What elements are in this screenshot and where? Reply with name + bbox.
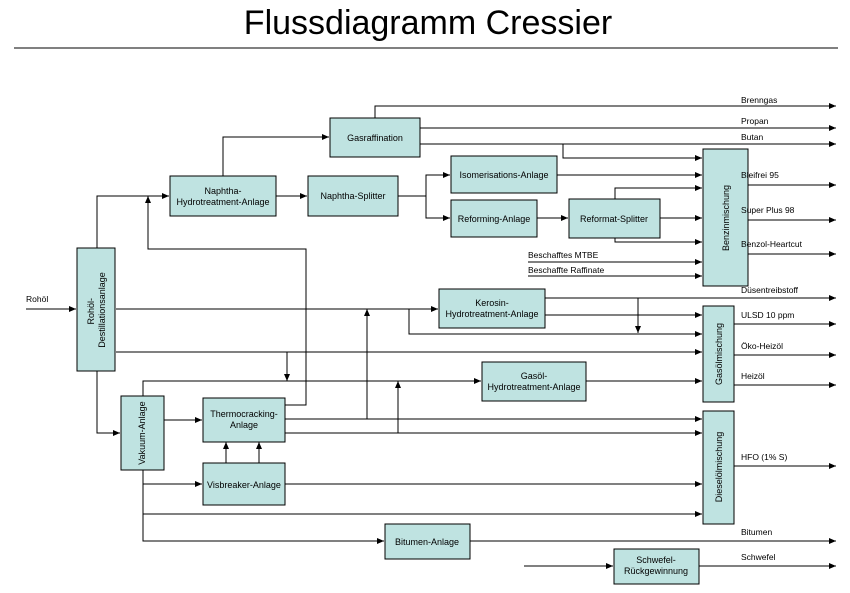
mtbe-label: Beschafftes MTBE xyxy=(528,250,599,260)
output-brenngas: Brenngas xyxy=(741,95,777,105)
output-butan: Butan xyxy=(741,132,763,142)
destillation-unit: Rohöl- Destillationsanlage xyxy=(76,247,116,372)
svg-text:Rohöl- Destillationsanla: Rohöl- Destillationsanlage xyxy=(86,272,107,348)
reforming-unit: Reforming-Anlage xyxy=(450,199,538,238)
output-benzol: Benzol-Heartcut xyxy=(741,239,803,249)
visbreaker-label: Visbreaker-Anlage xyxy=(207,480,281,490)
naphtha-splitter-unit: Naphtha-Splitter xyxy=(307,175,399,217)
reforming-label: Reforming-Anlage xyxy=(458,214,531,224)
thermocracking-label-2: Anlage xyxy=(230,420,258,430)
kerosin-ht-label-1: Kerosin- xyxy=(475,298,509,308)
gasraffination-label: Gasraffination xyxy=(347,133,403,143)
thermocracking-label-1: Thermocracking- xyxy=(210,409,278,419)
naphtha-ht-label-2: Hydrotreatment-Anlage xyxy=(176,197,269,207)
output-propan: Propan xyxy=(741,116,769,126)
thermocracking-unit: Thermocracking- Anlage xyxy=(202,397,286,443)
gasraffination-unit: Gasraffination xyxy=(329,117,421,158)
benzinmischung-unit: Benzinmischung xyxy=(702,148,749,287)
output-heizoel: Heizöl xyxy=(741,371,765,381)
gasoel-ht-label-1: Gasöl- xyxy=(521,371,548,381)
naphtha-ht-label-1: Naphtha- xyxy=(204,186,241,196)
destillation-label-1: Rohöl- xyxy=(86,298,96,325)
output-schwefel: Schwefel xyxy=(741,552,776,562)
naphtha-splitter-label: Naphtha-Splitter xyxy=(320,191,385,201)
reformat-splitter-label: Reformat-Splitter xyxy=(580,214,648,224)
gasmischung-label: Gasölmischung xyxy=(714,323,724,385)
benzinmischung-label: Benzinmischung xyxy=(721,185,731,251)
visbreaker-unit: Visbreaker-Anlage xyxy=(202,462,286,506)
output-bleifrei: Bleifrei 95 xyxy=(741,170,779,180)
destillation-label-2: Destillationsanlage xyxy=(97,272,107,348)
rohoel-label: Rohöl xyxy=(26,294,48,304)
dieselmischung-label: Dieselölmischung xyxy=(714,432,724,503)
reformat-splitter-unit: Reformat-Splitter xyxy=(568,198,661,239)
naphtha-ht-unit: Naphtha- Hydrotreatment-Anlage xyxy=(169,175,277,217)
vakuum-label: Vakuum-Anlage xyxy=(137,401,147,464)
isomerisation-unit: Isomerisations-Anlage xyxy=(450,155,558,194)
diagram-title: Flussdiagramm Cressier xyxy=(244,4,612,42)
schwefel-label-2: Rückgewinnung xyxy=(624,566,688,576)
output-hfo: HFO (1% S) xyxy=(741,452,787,462)
raffinate-label: Beschaffte Raffinate xyxy=(528,265,605,275)
vakuum-unit: Vakuum-Anlage xyxy=(120,395,165,471)
kerosin-ht-label-2: Hydrotreatment-Anlage xyxy=(445,309,538,319)
gasmischung-unit: Gasölmischung xyxy=(702,305,735,403)
output-oeko: Öko-Heizöl xyxy=(741,341,783,351)
connectors xyxy=(26,103,836,569)
output-bitumen: Bitumen xyxy=(741,527,772,537)
bitumen-anlage-unit: Bitumen-Anlage xyxy=(384,523,471,560)
isomerisation-label: Isomerisations-Anlage xyxy=(459,170,548,180)
dieselmischung-unit: Dieselölmischung xyxy=(702,410,735,525)
bitumen-anlage-label: Bitumen-Anlage xyxy=(395,537,459,547)
gasoel-ht-unit: Gasöl- Hydrotreatment-Anlage xyxy=(481,361,587,402)
output-ulsd: ULSD 10 ppm xyxy=(741,310,794,320)
output-superplus: Super Plus 98 xyxy=(741,205,795,215)
output-duesen: Düsentreibstoff xyxy=(741,285,799,295)
kerosin-ht-unit: Kerosin- Hydrotreatment-Anlage xyxy=(438,288,546,329)
schwefel-unit: Schwefel- Rückgewinnung xyxy=(613,548,700,585)
gasoel-ht-label-2: Hydrotreatment-Anlage xyxy=(487,382,580,392)
schwefel-label-1: Schwefel- xyxy=(636,555,676,565)
